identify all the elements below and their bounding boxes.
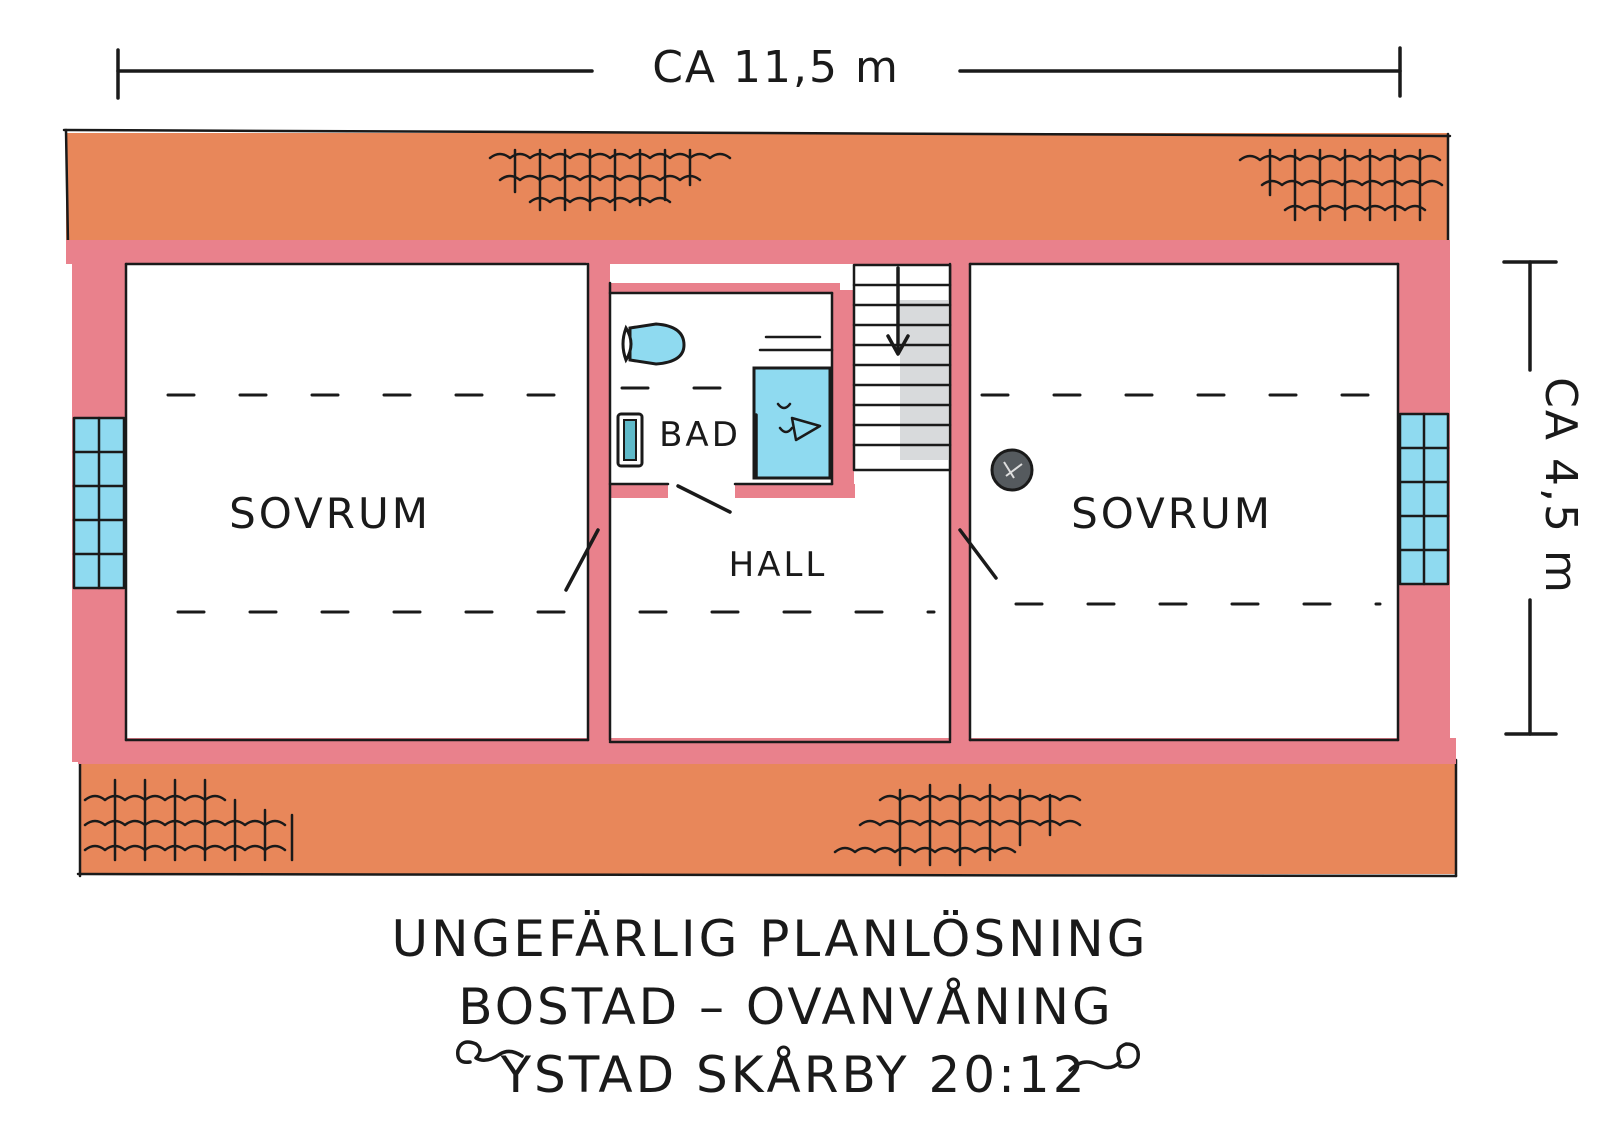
- window-right: [1398, 412, 1450, 586]
- door-left: [564, 528, 600, 592]
- caption-title: UNGEFÄRLIG PLANLÖSNING: [392, 910, 1149, 968]
- room-label-bathroom: BAD: [659, 415, 741, 455]
- roof-tiles-bottom-center: [833, 783, 1082, 867]
- room-label-bedroom-right: SOVRUM: [1071, 489, 1273, 538]
- interior-walls: [588, 264, 970, 742]
- roof-bottom: [80, 762, 1456, 874]
- shower-icon: [752, 335, 834, 480]
- door-bathroom: [676, 484, 732, 514]
- width-dimension-line: [116, 46, 1402, 100]
- roof-tiles-top-left: [488, 148, 732, 212]
- sink-icon: [616, 412, 644, 468]
- width-dimension-label: CA 11,5 m: [652, 42, 900, 93]
- staircase: [852, 263, 952, 472]
- caption-subtitle: BOSTAD – OVANVÅNING: [458, 978, 1113, 1036]
- roof-tiles-top-right: [1238, 148, 1444, 222]
- room-label-bedroom-left: SOVRUM: [229, 489, 431, 538]
- room-label-hall: HALL: [729, 545, 828, 585]
- decorative-swirl-right-icon: [1068, 1042, 1140, 1072]
- door-right: [958, 528, 998, 580]
- depth-dimension-label: CA 4,5 m: [1535, 377, 1586, 595]
- decorative-swirl-left-icon: [456, 1040, 524, 1064]
- stair-down-arrow-icon: [886, 266, 910, 356]
- toilet-icon: [621, 322, 686, 366]
- window-left: [72, 416, 126, 590]
- depth-dimension-line: [1502, 260, 1558, 736]
- roof-top: [66, 133, 1448, 241]
- roof-slope-lines: [166, 386, 1382, 614]
- roof-tiles-bottom-left: [83, 778, 294, 862]
- chimney-icon: [990, 448, 1034, 492]
- caption-property: YSTAD SKÅRBY 20:12: [499, 1046, 1087, 1104]
